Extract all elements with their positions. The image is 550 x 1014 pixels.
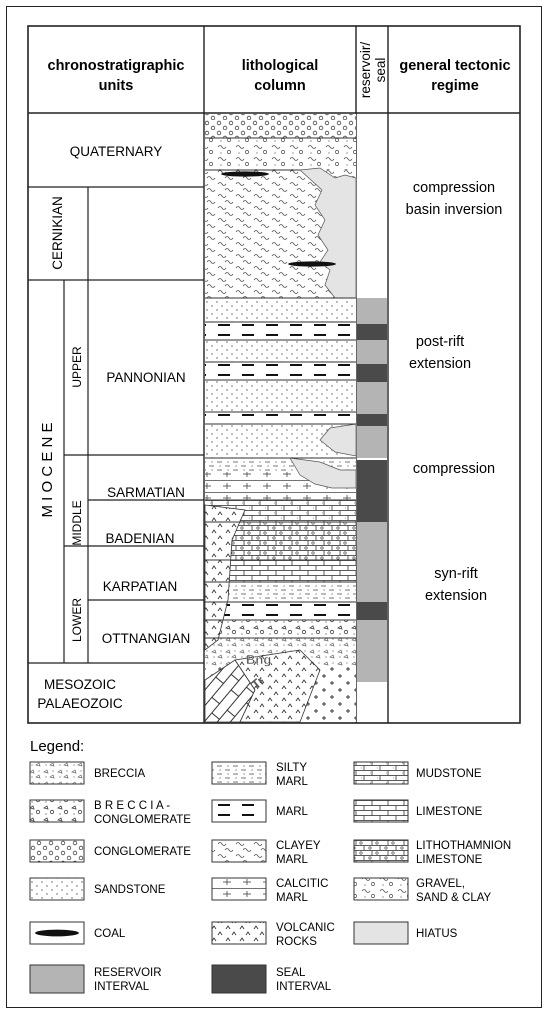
header-litho-line1: lithological [242, 58, 319, 74]
unit-sarmatian: SARMATIAN [107, 485, 185, 500]
legend-seal-1: SEAL [276, 967, 306, 979]
legend-reservoir-2: INTERVAL [94, 981, 150, 993]
subunit-middle: MIDDLE [70, 500, 84, 545]
legend-silty-marl-2: MARL [276, 776, 309, 788]
legend-conglomerate: CONGLOMERATE [94, 846, 191, 858]
legend-mudstone: MUDSTONE [416, 768, 482, 780]
tectonic-compression: compression [413, 461, 495, 477]
legend-lithothamnion-1: LITHOTHAMNION [416, 840, 511, 852]
header-tectonic-line1: general tectonic [399, 58, 510, 74]
legend-marl: MARL [276, 806, 309, 818]
legend-calcitic-marl-1: CALCITIC [276, 878, 328, 890]
tectonic-post-rift-1: post-rift [416, 334, 464, 350]
unit-badenian: BADENIAN [105, 531, 174, 546]
legend-silty-marl-1: SILTY [276, 762, 307, 774]
tectonic-syn-rift-1: syn-rift [434, 566, 478, 582]
unit-miocene: M I O C E N E [39, 422, 56, 517]
lithological-column [204, 114, 357, 723]
unit-palaeozoic: PALAEOZOIC [37, 696, 123, 711]
header-reservoir-line1: reservoir/ [358, 42, 373, 99]
header-chrono-line2: units [99, 78, 134, 94]
legend-breccia-conglomerate-2: CONGLOMERATE [94, 814, 191, 826]
header-litho-line2: column [254, 78, 306, 94]
unit-karpatian: KARPATIAN [103, 579, 178, 594]
legend-limestone: LIMESTONE [416, 806, 483, 818]
label-bng: Bng [246, 652, 271, 667]
legend-title: Legend: [30, 738, 84, 755]
reservoir-seal-column [357, 298, 387, 682]
legend-seal-2: INTERVAL [276, 981, 332, 993]
legend-clayey-marl-2: MARL [276, 854, 309, 866]
header-reservoir-line2: seal [373, 58, 388, 83]
tectonic-post-rift-2: extension [409, 356, 471, 372]
header-chrono-line1: chronostratigraphic [48, 58, 185, 74]
tectonic-compression-inversion-2: basin inversion [406, 202, 503, 218]
legend-gravel-2: SAND & CLAY [416, 892, 492, 904]
figure-frame [6, 6, 542, 1008]
table-outline [27, 25, 521, 724]
legend-reservoir-1: RESERVOIR [94, 967, 162, 979]
legend-volcanic-2: ROCKS [276, 936, 317, 948]
header-tectonic-line2: regime [431, 78, 479, 94]
unit-cernikian: CERNIKIAN [50, 196, 65, 270]
subunit-lower: LOWER [70, 598, 84, 642]
legend-lithothamnion-2: LIMESTONE [416, 854, 483, 866]
legend-gravel-1: GRAVEL, [416, 878, 465, 890]
legend-clayey-marl-1: CLAYEY [276, 840, 321, 852]
subunit-upper: UPPER [70, 346, 84, 388]
legend-breccia-conglomerate-1: B R E C C I A - [94, 800, 170, 812]
unit-quaternary: QUATERNARY [70, 144, 163, 159]
legend-swatches [29, 761, 409, 994]
unit-ottnangian: OTTNANGIAN [102, 631, 191, 646]
legend-hiatus: HIATUS [416, 928, 458, 940]
legend-volcanic-1: VOLCANIC [276, 922, 335, 934]
legend-breccia: BRECCIA [94, 768, 145, 780]
unit-mesozoic: MESOZOIC [44, 677, 116, 692]
legend-coal: COAL [94, 928, 126, 940]
legend-sandstone: SANDSTONE [94, 884, 166, 896]
chrono-grid [28, 186, 204, 664]
tectonic-syn-rift-2: extension [425, 588, 487, 604]
unit-pannonian: PANNONIAN [106, 370, 185, 385]
legend-coal-lens [35, 929, 79, 937]
legend-calcitic-marl-2: MARL [276, 892, 309, 904]
tectonic-compression-inversion-1: compression [413, 180, 495, 196]
